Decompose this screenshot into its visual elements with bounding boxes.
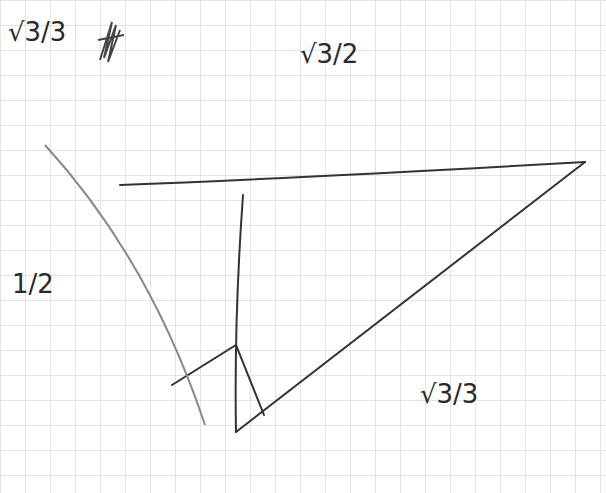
fraction-label: √3/3 [420, 380, 478, 409]
fraction-label: √3/2 [300, 40, 358, 69]
hypotenuse [236, 162, 585, 432]
altitude [236, 195, 243, 432]
fraction-label: 1/2 [12, 270, 54, 299]
scribble [98, 22, 124, 62]
side-curve [45, 145, 205, 425]
fraction-label: √3/3 [8, 18, 66, 47]
angle-mark [172, 345, 264, 415]
top-side [120, 162, 585, 185]
